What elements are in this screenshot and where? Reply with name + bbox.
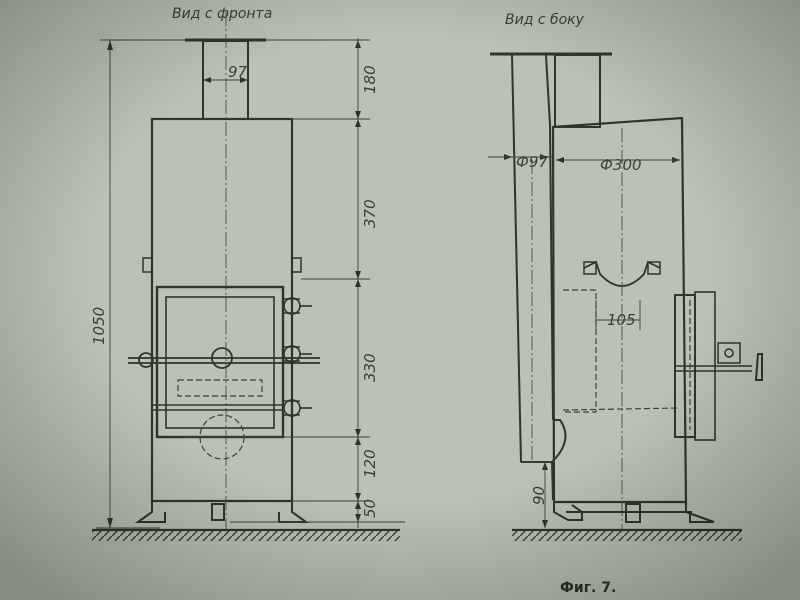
front-latch-right [291, 257, 302, 273]
side-ash-drawer [562, 289, 681, 413]
front-view-title: Вид с фронта [172, 6, 272, 22]
svg-text:1050: 1050 [90, 307, 108, 345]
dim-grate-width: 105 [595, 300, 641, 330]
svg-text:Ф300: Ф300 [600, 156, 642, 174]
dim-side-pipe-diameter: Ф97 [488, 153, 552, 171]
front-body [150, 117, 294, 503]
svg-text:97: 97 [228, 63, 248, 81]
dim-firebox: 330 [361, 353, 379, 382]
front-feet [134, 500, 310, 523]
side-body [551, 116, 688, 504]
dim-body-diameter: Ф300 [556, 156, 680, 174]
svg-text:90: 90 [530, 486, 548, 505]
figure-caption: Фиг. 7. [560, 580, 616, 596]
front-ground [92, 528, 400, 541]
side-chimney [554, 54, 601, 128]
side-ground [512, 528, 742, 541]
side-door [674, 291, 763, 441]
dim-chain-right: 180 370 330 120 50 [230, 38, 405, 528]
dim-pipe-width: 97 [203, 63, 248, 83]
svg-text:105: 105 [607, 311, 636, 329]
dim-upper-body: 370 [361, 199, 379, 228]
dim-pipe-height: 180 [361, 65, 379, 94]
door-hinges [283, 297, 312, 417]
dim-base: 50 [361, 499, 379, 518]
front-view: Вид с фронта [90, 6, 405, 541]
front-grate [153, 379, 282, 411]
side-feet [553, 502, 715, 523]
front-latch-left [142, 257, 153, 273]
side-view: Вид с боку [488, 12, 763, 541]
svg-text:Ф97: Ф97 [516, 153, 548, 171]
dim-side-base: 90 [520, 461, 555, 528]
side-pipe [511, 54, 567, 501]
dim-total-height: 1050 [90, 39, 185, 529]
side-view-title: Вид с боку [505, 12, 585, 28]
dim-ash-section: 120 [361, 449, 379, 478]
